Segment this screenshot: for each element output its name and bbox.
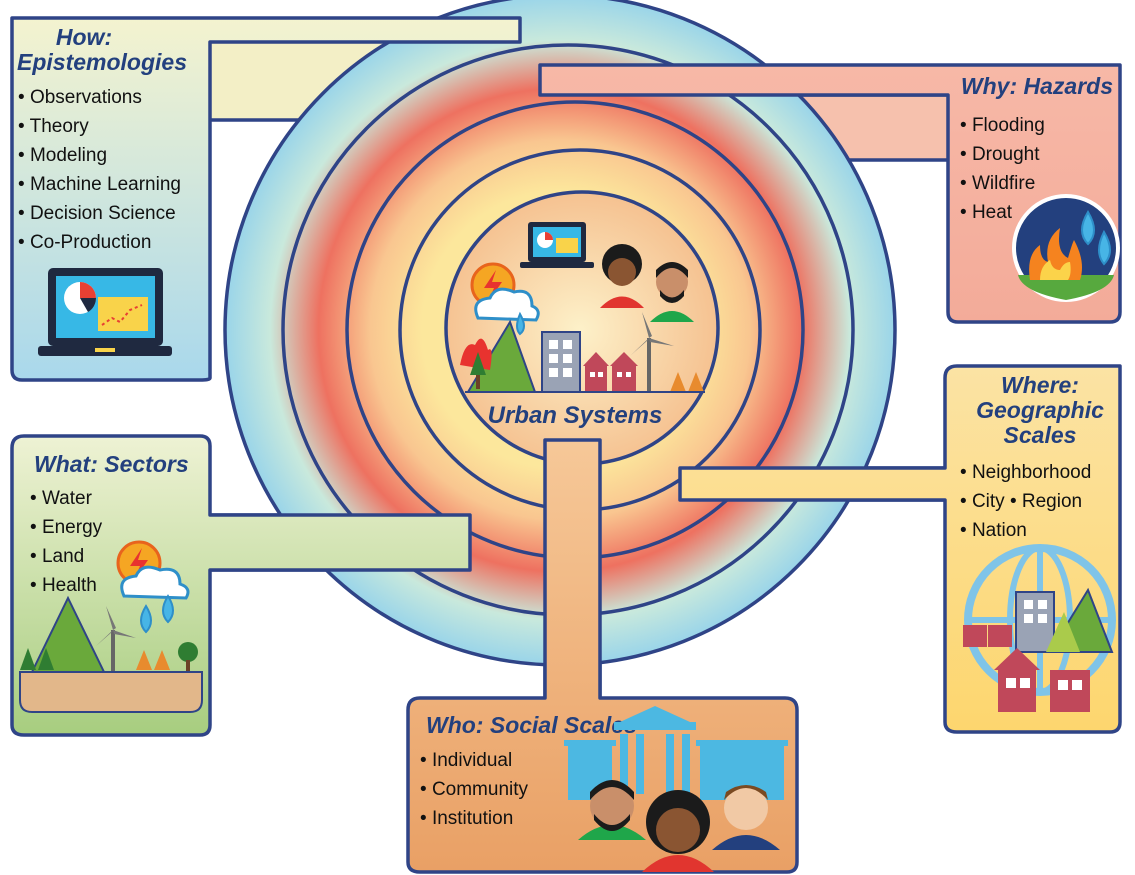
how-item: Modeling — [30, 145, 107, 166]
how-item: Observations — [30, 87, 142, 108]
laptop-chart-icon — [520, 222, 594, 268]
building-icon — [1015, 591, 1055, 653]
what-title: What: Sectors — [34, 451, 189, 477]
what-item: Land — [42, 546, 84, 567]
tree-icon — [670, 372, 704, 392]
where-title-line3: Scales — [1004, 422, 1077, 448]
why-item: Flooding — [972, 115, 1045, 136]
how-title-line2: Epistemologies — [17, 49, 187, 75]
who-panel: Who: Social Scales • Individual • Commun… — [406, 438, 799, 874]
where-panel: Where: Geographic Scales • Neighborhood … — [678, 364, 1122, 734]
person-icon — [600, 244, 644, 308]
who-item: Individual — [432, 750, 512, 771]
laptop-chart-icon — [38, 268, 172, 356]
how-item: Machine Learning — [30, 174, 181, 195]
why-panel: Why: Hazards • Flooding • Drought • Wild… — [538, 63, 1122, 324]
who-item: Community — [432, 779, 529, 800]
water-drop-icon — [1081, 210, 1111, 266]
how-item: Co-Production — [30, 232, 151, 253]
who-items: • Individual • Community • Institution — [420, 750, 533, 829]
where-item: Nation — [972, 520, 1027, 541]
sun-lightning-cloud-icon — [470, 262, 540, 336]
what-items: • Water • Energy • Land • Health — [30, 488, 107, 596]
institution-icon — [564, 706, 788, 800]
why-items: • Flooding • Drought • Wildfire • Heat — [960, 115, 1050, 223]
where-title-line2: Geographic — [976, 397, 1104, 423]
where-item: Neighborhood — [972, 462, 1091, 483]
water-drop-icon — [140, 594, 174, 634]
how-panel: How: Epistemologies • Observations • The… — [10, 16, 522, 382]
house-icon — [963, 625, 1090, 712]
mountain-icon — [1046, 587, 1114, 653]
how-title-line1: How: — [56, 24, 112, 50]
why-item: Drought — [972, 144, 1040, 165]
wind-turbine-icon — [96, 606, 136, 672]
person-icon — [712, 785, 780, 850]
why-title: Why: Hazards — [961, 73, 1113, 99]
person-icon — [578, 780, 646, 840]
how-item: Decision Science — [30, 203, 176, 224]
center-label: Urban Systems — [488, 402, 663, 429]
who-item: Institution — [432, 808, 513, 829]
person-icon — [650, 262, 694, 322]
how-item: Theory — [30, 116, 90, 137]
what-item: Health — [42, 575, 97, 596]
where-title-line1: Where: — [1001, 372, 1079, 398]
what-item: Energy — [42, 517, 103, 538]
why-item: Heat — [972, 202, 1013, 223]
where-item: Region — [1022, 491, 1082, 512]
how-items: • Observations • Theory • Modeling • Mac… — [18, 87, 186, 253]
why-item: Wildfire — [972, 173, 1035, 194]
center-illustration — [460, 222, 705, 393]
who-title: Who: Social Scales — [426, 712, 637, 738]
building-icon — [541, 331, 581, 393]
wind-turbine-icon — [630, 312, 674, 392]
person-icon — [642, 790, 714, 872]
sun-lightning-cloud-icon — [116, 540, 190, 600]
mountain-icon — [460, 319, 537, 393]
what-item: Water — [42, 488, 93, 509]
where-item: City — [972, 491, 1005, 512]
where-items: • Neighborhood • City • Region • Nation — [960, 462, 1097, 541]
what-panel: What: Sectors • Water • Energy • Land • … — [10, 434, 472, 737]
tree-icon — [20, 642, 198, 672]
house-icon — [583, 352, 638, 392]
